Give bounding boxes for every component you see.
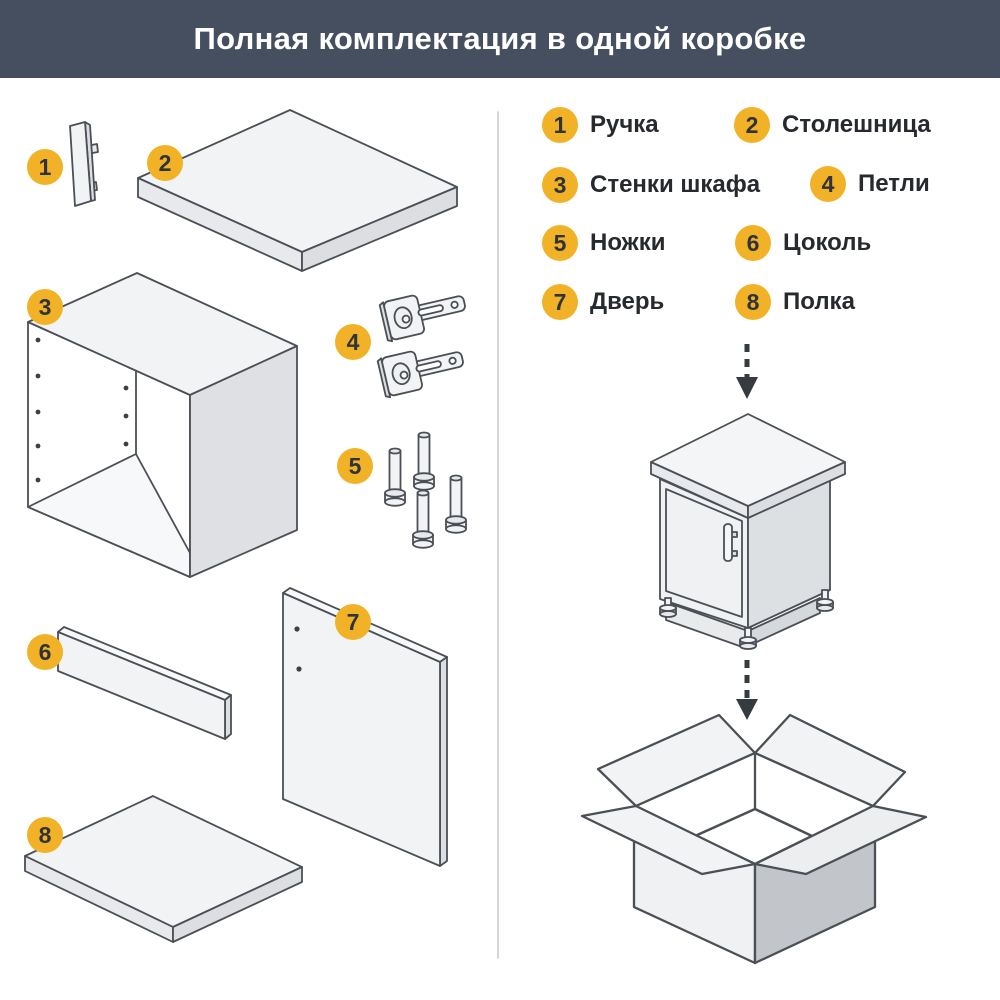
legend-number-badge: 2 [734,107,770,143]
legend-number-badge: 3 [542,167,578,203]
door-holes [294,626,302,672]
part-badge-number: 1 [38,153,52,180]
legend-number-badge: 8 [735,284,771,320]
legend-number-badge: 6 [735,225,771,261]
part-badge-number: 4 [346,328,360,355]
part-badge-number: 6 [38,638,52,665]
cabinet-feet [659,589,834,650]
part-badge-number: 3 [38,293,52,320]
part-badge-number: 5 [348,452,362,479]
legend-item-label: Столешница [782,111,931,138]
hinge-icon [376,350,464,399]
leg-icon [413,431,435,491]
part-badge-5: 5 [337,448,373,484]
legend-item-label: Цоколь [783,229,872,256]
plinth-part [57,626,232,740]
leg-icon [445,474,467,534]
legend-number-badge: 5 [542,225,578,261]
legend-item-label: Стенки шкафа [590,171,761,198]
legend-item-stenki-shkafa: 3 Стенки шкафа [542,167,760,203]
part-badge-7: 7 [335,604,371,640]
part-badge-number: 8 [38,821,52,848]
legend-item-label: Ножки [590,229,666,256]
legend-item-label: Ручка [590,111,659,138]
leg-icon [384,447,406,507]
hinges-part [376,294,466,399]
legend-item-label: Петли [858,170,930,197]
legend-item-petli: 4 Петли [810,166,930,202]
dashed-arrow-down-icon [736,660,758,720]
countertop-part [137,109,458,272]
legend-item-ruchka: 1 Ручка [542,107,659,143]
part-badge-number: 7 [346,608,360,635]
part-badge-6: 6 [27,634,63,670]
shelf-part [24,795,303,943]
packed-box-illustration [580,713,928,965]
legend-item-polka: 8 Полка [735,284,855,320]
assembled-cabinet-illustration [650,413,846,650]
leg-icon [412,489,434,549]
shelf-pin-holes [35,337,129,483]
part-badge-2: 2 [147,145,183,181]
hinge-icon [378,294,466,343]
legend-item-label: Полка [783,288,855,315]
legend-number-badge: 1 [542,107,578,143]
part-badge-4: 4 [335,324,371,360]
part-badge-1: 1 [27,149,63,185]
legend-number-badge: 7 [542,284,578,320]
part-badge-number: 2 [158,149,172,176]
header-bar: Полная комплектация в одной коробке [0,0,1000,78]
legend-item-stoleshnitsa: 2 Столешница [734,107,931,143]
legend-number-badge: 4 [810,166,846,202]
page-title: Полная комплектация в одной коробке [193,21,807,56]
legend-item-nozhki: 5 Ножки [542,225,665,261]
legend-item-label: Дверь [590,288,665,315]
part-badge-3: 3 [27,289,63,325]
legend-item-dver: 7 Дверь [542,284,664,320]
handle-part [69,121,99,207]
cabinet-frame-part [27,272,298,578]
dashed-arrow-down-icon [736,344,758,399]
legs-part [384,431,467,549]
legend-item-tsokol: 6 Цоколь [735,225,871,261]
part-badge-8: 8 [27,817,63,853]
cabinet-door-seam [665,488,743,618]
cabinet-door-handle [723,523,738,562]
